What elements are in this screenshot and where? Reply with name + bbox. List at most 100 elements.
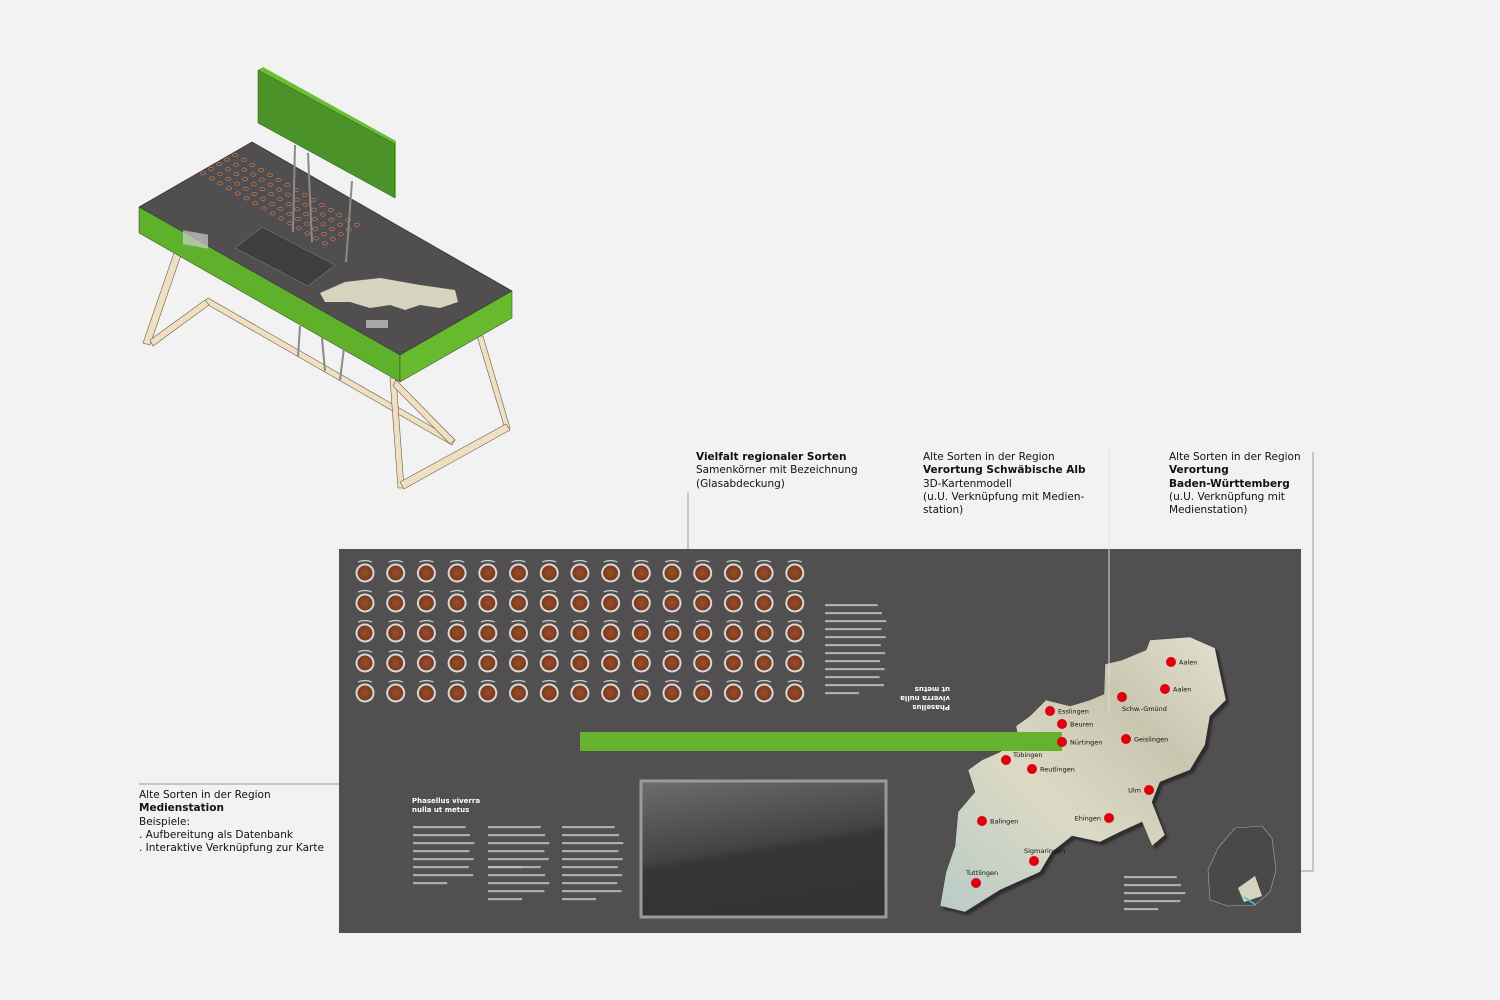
- seed-sample: [539, 649, 559, 673]
- alb-map-shape: [939, 636, 1227, 913]
- table-seed: [243, 196, 250, 201]
- city-label: Aalen: [1173, 686, 1191, 694]
- seed-sample: [570, 649, 590, 673]
- text-line: [562, 850, 619, 853]
- text-line: [562, 834, 620, 837]
- text-line: [413, 882, 448, 885]
- text-line: [825, 668, 885, 671]
- city-label: Ulm: [1128, 787, 1141, 795]
- city-label: Reutlingen: [1040, 766, 1075, 774]
- table-seed: [242, 177, 248, 181]
- seed-sample: [631, 679, 651, 703]
- seed-sample: [754, 649, 774, 673]
- city-marker: Aalen: [1166, 657, 1197, 667]
- table-seed: [301, 193, 308, 197]
- table-seed: [232, 162, 239, 167]
- seed-sample: [478, 649, 498, 673]
- seed-sample: [601, 619, 621, 643]
- annotation-bw-map: Alte Sorten in der Region Verortung Bade…: [1169, 451, 1301, 517]
- seed-sample: [416, 589, 436, 613]
- seed-sample: [509, 679, 528, 703]
- seed-sample: [785, 679, 805, 703]
- city-marker: Schw.-Gmünd: [1117, 692, 1167, 713]
- rotated-text-title: Phasellus viverra nulla ut metus: [900, 685, 950, 711]
- annotation-line: Medienstation): [1169, 504, 1248, 517]
- table-seed: [234, 191, 241, 196]
- table-seed: [260, 196, 267, 201]
- table-seed: [295, 226, 302, 231]
- table-seed: [285, 192, 291, 197]
- text-line: [1124, 876, 1177, 879]
- annotation-line: 3D-Kartenmodell: [923, 477, 1012, 490]
- city-marker: Balingen: [977, 816, 1018, 826]
- text-line: [1124, 884, 1182, 887]
- table-seed: [336, 213, 343, 217]
- city-marker: Ulm: [1128, 785, 1154, 795]
- seed-sample: [355, 559, 375, 583]
- seed-sample: [570, 559, 590, 583]
- table-seed: [252, 201, 258, 206]
- annotation-intro: Alte Sorten in der Region: [923, 451, 1055, 463]
- seed-sample: [754, 589, 774, 613]
- city-label: Schw.-Gmünd: [1122, 705, 1167, 713]
- annotation-line: Beispiele:: [139, 815, 191, 828]
- text-line: [562, 874, 623, 877]
- table-top: [138, 141, 513, 383]
- seed-sample: [723, 649, 743, 673]
- seed-sample: [785, 619, 805, 643]
- text-line: [488, 826, 541, 829]
- seed-sample: [416, 559, 436, 583]
- annotation-line: . Aufbereitung als Datenbank: [139, 828, 293, 841]
- seed-sample: [662, 559, 682, 583]
- seed-sample: [509, 559, 528, 583]
- table-legs: [142, 249, 511, 490]
- city-dot: [1160, 684, 1170, 694]
- seed-sample: [570, 679, 590, 703]
- city-markers: AalenAalenSchw.-GmündEsslingenBeurenNürt…: [965, 657, 1197, 888]
- seed-sample: [570, 589, 590, 613]
- city-label: Esslingen: [1058, 708, 1089, 716]
- city-label: Geislingen: [1134, 736, 1168, 744]
- city-dot: [1027, 764, 1037, 774]
- text-line: [825, 676, 880, 679]
- annotation-title: Verortung: [1169, 464, 1229, 477]
- table-seed: [268, 192, 275, 196]
- annotation-title: Vielfalt regionaler Sorten: [696, 451, 847, 463]
- seed-sample: [693, 559, 713, 583]
- text-line: [488, 890, 545, 893]
- seed-sample: [693, 679, 713, 703]
- table-seed: [216, 162, 222, 166]
- annotation-seeds: Vielfalt regionaler Sorten Samenkörner m…: [696, 451, 858, 491]
- text-line: [825, 652, 886, 655]
- text-line: [1124, 900, 1181, 903]
- seed-sample: [539, 559, 559, 583]
- table-seed: [242, 186, 249, 191]
- table-seed: [275, 178, 282, 182]
- city-marker: Sigmaringen: [1024, 847, 1065, 866]
- seed-sample: [693, 649, 713, 673]
- seed-sample: [662, 619, 682, 643]
- table-seed: [320, 222, 327, 226]
- seed-sample: [447, 619, 467, 643]
- seed-sample: [447, 589, 467, 613]
- table-seed: [224, 167, 231, 171]
- table-seed: [304, 231, 311, 236]
- text-line: [562, 826, 615, 829]
- city-dot: [971, 878, 981, 888]
- table-seed: [277, 206, 284, 211]
- seed-sample: [355, 679, 375, 703]
- table-seed: [233, 172, 240, 176]
- seed-sample: [416, 649, 436, 673]
- seed-sample: [355, 619, 375, 643]
- table-seed: [224, 157, 230, 162]
- table-seed: [284, 183, 291, 187]
- table-seed: [249, 163, 256, 167]
- seed-sample: [662, 649, 682, 673]
- seed-sample: [539, 619, 559, 643]
- table-seed: [353, 223, 360, 227]
- text-line: [488, 866, 541, 869]
- green-bar: [580, 732, 1062, 751]
- seed-sample: [723, 619, 743, 643]
- table-seed: [266, 173, 273, 177]
